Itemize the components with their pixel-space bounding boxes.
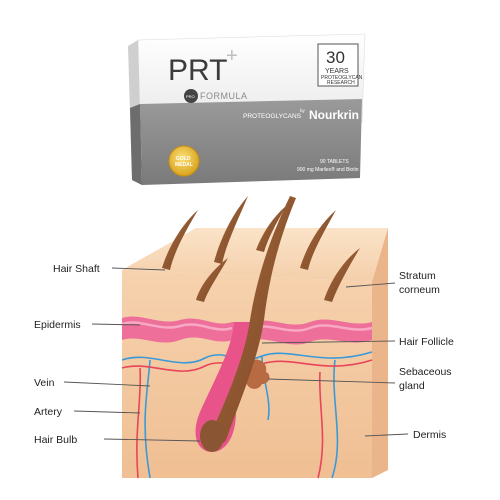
main-hair: [208, 196, 296, 445]
label-epidermis: Epidermis: [34, 319, 81, 331]
leader-hair-follicle: [261, 340, 396, 344]
label-hair-follicle: Hair Follicle: [399, 336, 454, 348]
hair-bulb: [200, 420, 224, 452]
label-vein: Vein: [34, 377, 55, 389]
gold-medal-line2: MEDAL: [175, 162, 193, 168]
tablets-count: 90 TABLETS: [320, 159, 349, 165]
surface-hair-4: [300, 210, 336, 270]
years-word: YEARS: [325, 68, 349, 75]
by-text: by: [300, 108, 306, 113]
plus-symbol: +: [226, 45, 238, 67]
leader-dermis: [364, 433, 409, 437]
surface-hair-1: [162, 210, 198, 270]
leader-artery: [73, 410, 141, 414]
box-side-grey: [130, 104, 142, 185]
formula-text: FORMULA: [200, 91, 248, 101]
label-sebaceous-line2: gland: [399, 380, 425, 392]
skin-cross-section: [121, 196, 388, 479]
proteoglycans-text: PROTEOGLYCANS: [243, 113, 302, 120]
pro-badge: PRO: [186, 94, 195, 99]
leader-lines: [63, 267, 409, 442]
product-name: PRT: [168, 54, 227, 87]
surface-hair-5: [324, 248, 360, 302]
surface-hair-3: [196, 258, 228, 302]
research-line2: RESEARCH: [327, 80, 355, 86]
surface-hair-2: [214, 196, 248, 264]
label-hair-shaft: Hair Shaft: [53, 263, 100, 275]
leader-stratum: [345, 282, 396, 288]
leader-vein: [63, 381, 151, 387]
label-hair-bulb: Hair Bulb: [34, 434, 77, 446]
leader-epidermis: [91, 323, 141, 326]
surface-hair-6: [256, 206, 286, 252]
research-line1: PROTEOGLYCAN: [321, 75, 363, 81]
hair-follicle-sheath: [195, 322, 256, 452]
gold-medal: [168, 145, 200, 177]
label-stratum-line2: corneum: [399, 284, 440, 296]
label-stratum-line1: Stratum: [399, 270, 436, 282]
leader-hair-shaft: [111, 267, 166, 271]
dosage-text: 900 mg Marilex® and Biotin: [297, 166, 359, 173]
diagram-labels: Hair Shaft Stratum corneum Epidermis Hai…: [34, 263, 454, 446]
epidermis-texture: [121, 321, 373, 332]
label-artery: Artery: [34, 406, 63, 418]
label-dermis: Dermis: [413, 429, 446, 441]
leader-hair-bulb: [103, 438, 201, 442]
skin-surface: [122, 228, 388, 282]
years-number: 30: [326, 48, 345, 67]
leader-sebaceous: [267, 378, 396, 384]
label-sebaceous-line1: Sebaceous: [399, 366, 452, 378]
years-seal: [317, 43, 359, 87]
brand-name: Nourkrin: [309, 108, 359, 122]
gold-medal-line1: GOLD: [176, 156, 191, 162]
product-box: PRT + PRO FORMULA 30 YEARS PROTEOGLYCAN …: [128, 33, 366, 185]
skin-right-face: [372, 228, 388, 478]
pro-badge-circle: [184, 89, 198, 103]
